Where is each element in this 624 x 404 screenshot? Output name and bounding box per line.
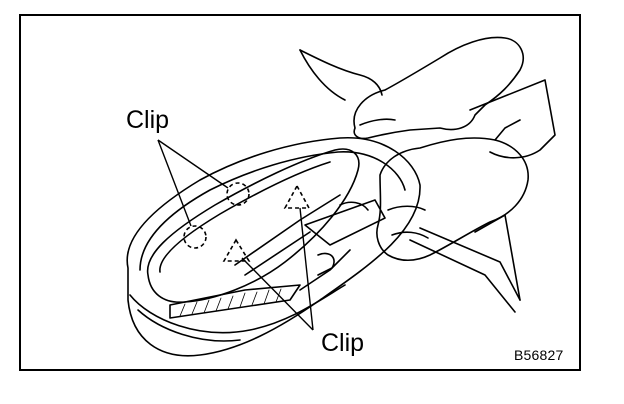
clip-marker-circle-lower — [183, 225, 207, 249]
mirror-housing-outline — [126, 137, 421, 357]
mirror-cover-inner — [159, 161, 331, 273]
housing-lower-edge — [129, 284, 346, 334]
leader-upper-to-circle-2 — [157, 139, 192, 227]
mirror-housing-inner-rim — [139, 151, 406, 271]
clip-marker-triangle-upper — [283, 184, 311, 209]
mirror-cover — [146, 148, 360, 303]
leader-upper-to-circle-1 — [157, 139, 229, 189]
mirror-arm — [409, 239, 516, 313]
tool-tip — [317, 252, 335, 276]
clip-marker-triangle-lower — [222, 238, 251, 262]
lower-hand — [376, 137, 529, 262]
clip-label-upper: Clip — [126, 106, 170, 134]
figure-code: B56827 — [514, 347, 564, 363]
glass-strip — [169, 284, 301, 319]
tool-blade — [304, 199, 386, 246]
clip-label-lower: Clip — [321, 329, 365, 357]
leader-lower-to-triangle-1 — [299, 207, 314, 331]
upper-hand — [353, 36, 524, 140]
housing-lower-edge-2 — [137, 309, 241, 342]
sleeve — [469, 79, 556, 159]
leader-lower-to-triangle-2 — [241, 257, 314, 331]
clip-marker-circle-upper — [226, 182, 250, 206]
